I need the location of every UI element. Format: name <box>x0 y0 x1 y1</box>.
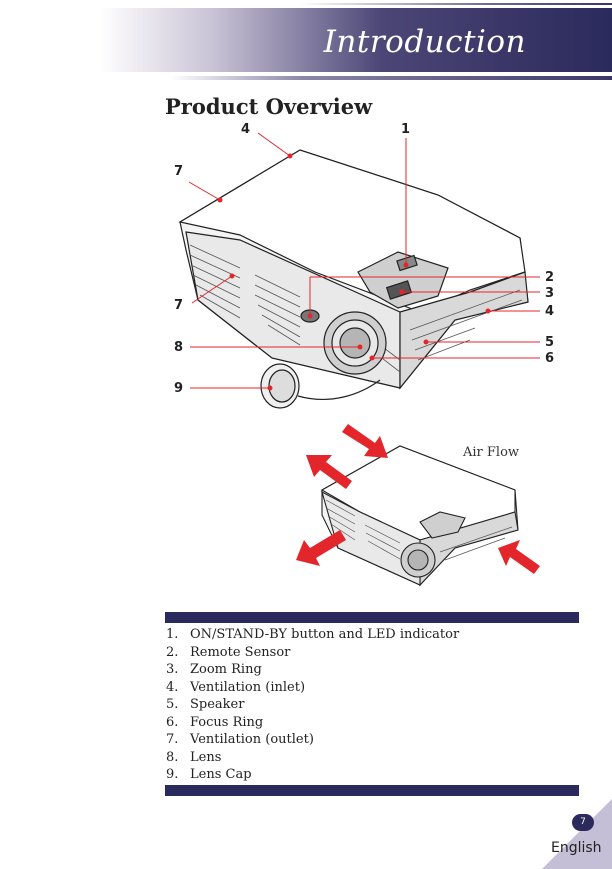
callout-2: 2 <box>545 270 555 285</box>
header-top-rule <box>300 3 612 5</box>
callout-6: 6 <box>545 351 555 366</box>
footer-corner <box>542 799 612 869</box>
footer-language: English <box>551 840 602 856</box>
list-item: 7.Ventilation (outlet) <box>166 732 314 747</box>
list-item: 3.Zoom Ring <box>166 662 262 677</box>
airflow-arrow-in-right <box>498 540 540 574</box>
page-title: Introduction <box>323 24 526 60</box>
list-item: 1.ON/STAND-BY button and LED indicator <box>166 627 460 642</box>
callout-4-right: 4 <box>545 304 555 319</box>
airflow-arrow-out-top <box>306 455 352 489</box>
airflow-arrow-out-left <box>296 530 346 566</box>
callout-1: 1 <box>401 122 411 137</box>
header-rule <box>170 76 612 80</box>
header-band <box>100 8 612 72</box>
callout-7-left: 7 <box>174 298 184 313</box>
list-item: 5.Speaker <box>166 697 245 712</box>
callout-4-top: 4 <box>241 122 251 137</box>
airflow-label: Air Flow <box>463 445 520 460</box>
section-title: Product Overview <box>165 94 373 119</box>
table-bottom-bar <box>165 785 579 796</box>
callout-5: 5 <box>545 335 555 350</box>
callout-7-top: 7 <box>174 164 184 179</box>
callout-3: 3 <box>545 286 555 301</box>
page-number: 7 <box>572 814 594 831</box>
airflow-arrow-in-top <box>342 424 388 458</box>
list-item: 8.Lens <box>166 749 222 765</box>
airflow-arrows <box>296 424 540 574</box>
callout-8: 8 <box>174 340 184 355</box>
parts-list: 1.ON/STAND-BY button and LED indicator 2… <box>166 626 459 784</box>
projector-main-illustration <box>178 149 529 409</box>
list-item: 2.Remote Sensor <box>166 644 291 660</box>
callout-9: 9 <box>174 381 184 396</box>
list-item: 6.Focus Ring <box>166 714 264 730</box>
list-item: 9.Lens Cap <box>166 767 252 782</box>
list-item: 4.Ventilation (inlet) <box>166 679 306 695</box>
projector-airflow-illustration <box>320 445 519 587</box>
table-top-bar <box>165 612 579 623</box>
